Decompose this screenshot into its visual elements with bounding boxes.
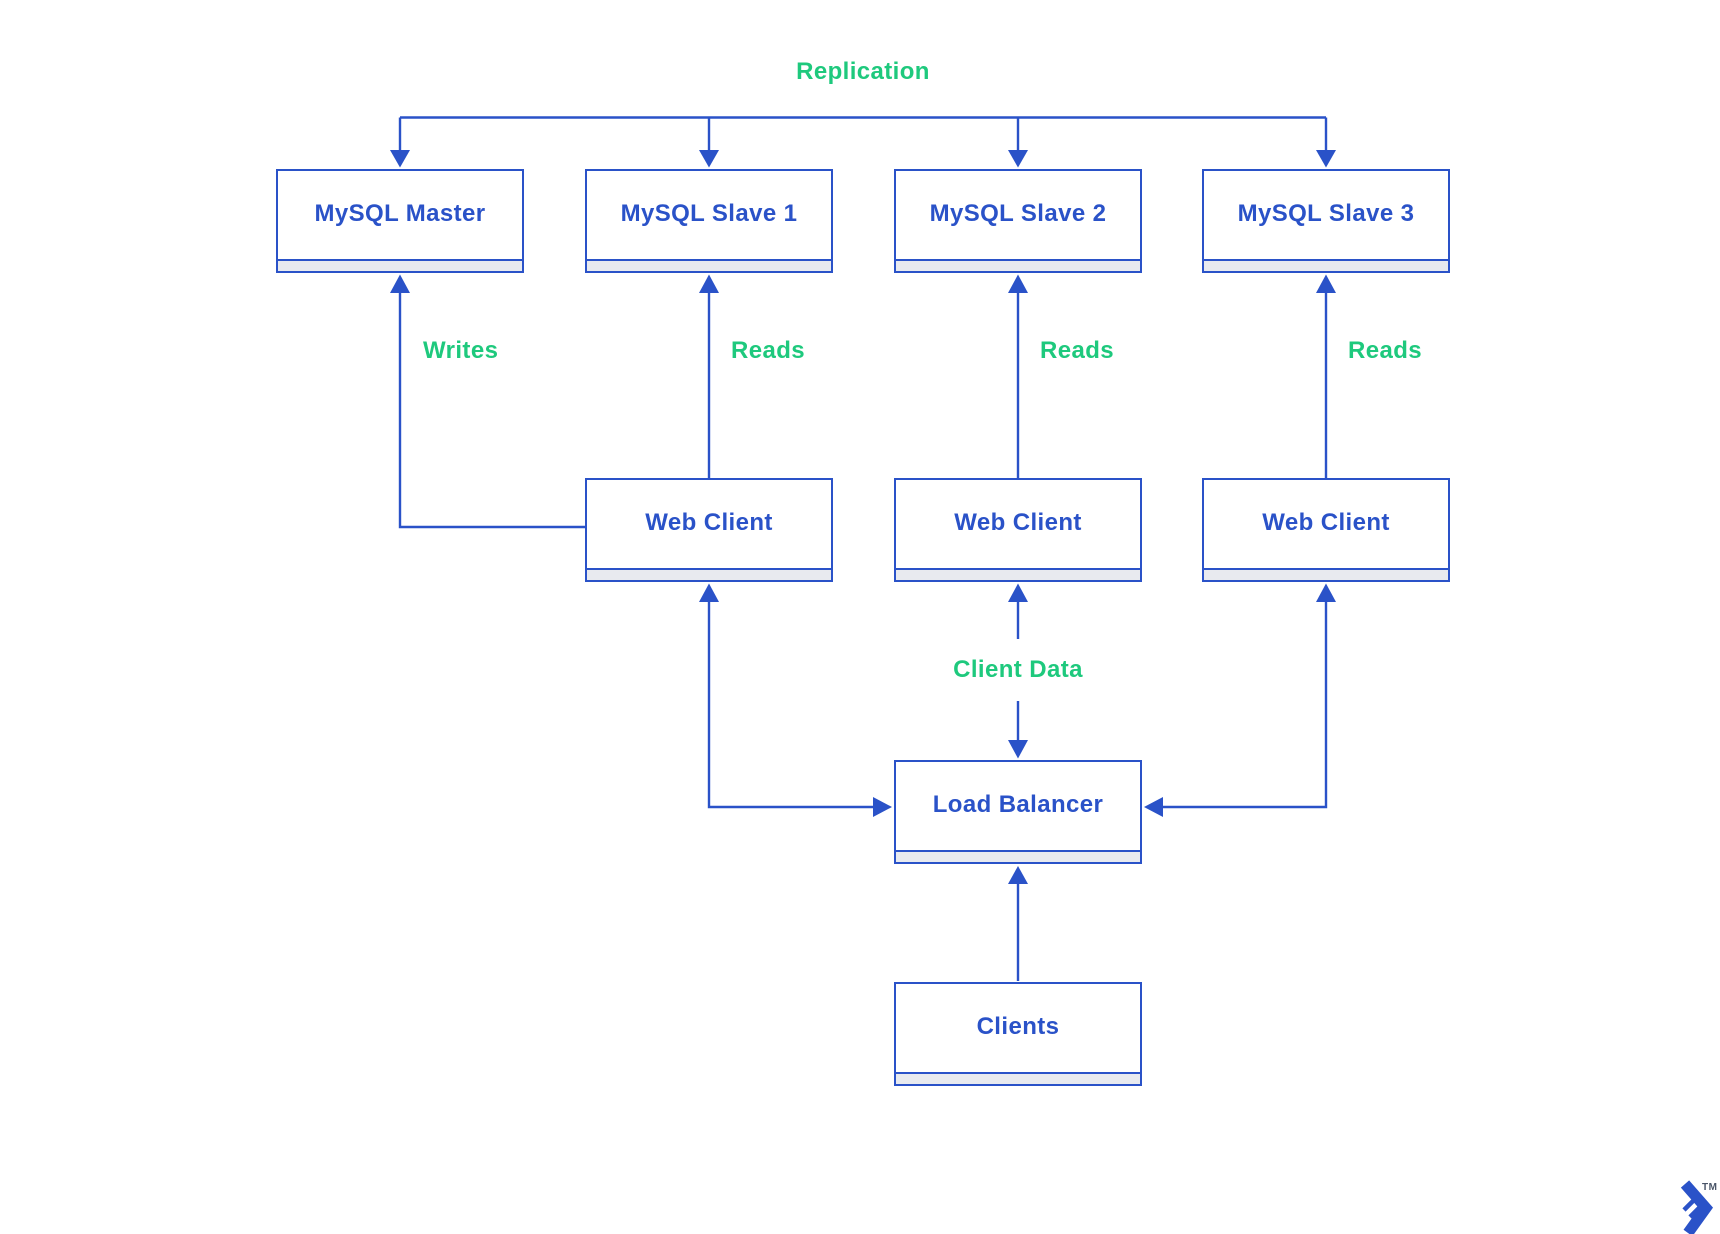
- arrowheads: [390, 150, 1336, 884]
- arrow-up-reads3: [1316, 274, 1336, 293]
- lb-webclient3-line: [1163, 601, 1328, 809]
- node-base-band: [278, 259, 522, 271]
- arrow-up-webclient2: [1008, 583, 1028, 602]
- arrow-right-into-lb: [873, 797, 892, 817]
- node-label-web-client-2: Web Client: [954, 509, 1082, 536]
- arrow-up-webclient1: [699, 583, 719, 602]
- arrow-down-slave1: [699, 150, 719, 168]
- arrow-down-slave3: [1316, 150, 1336, 168]
- node-base-band: [896, 259, 1140, 271]
- arrow-up-writes: [390, 274, 410, 293]
- node-label-mysql-slave-1: MySQL Slave 1: [620, 200, 798, 227]
- node-label-load-balancer: Load Balancer: [932, 791, 1104, 818]
- node-mysql-slave-1: MySQL Slave 1: [585, 169, 833, 273]
- arrow-left-into-lb: [1144, 797, 1163, 817]
- toptal-logo-icon: [1680, 1180, 1714, 1234]
- node-base-band: [587, 568, 831, 580]
- node-label-clients: Clients: [976, 1013, 1060, 1040]
- node-base-band: [587, 259, 831, 271]
- node-web-client-2: Web Client: [894, 478, 1142, 582]
- arrow-up-reads1: [699, 274, 719, 293]
- node-label-web-client-3: Web Client: [1262, 509, 1390, 536]
- writes-line: [398, 293, 586, 529]
- node-mysql-master: MySQL Master: [276, 169, 524, 273]
- edge-label-reads-2: Reads: [1040, 337, 1115, 364]
- edge-label-reads-1: Reads: [731, 337, 806, 364]
- node-label-web-client-1: Web Client: [645, 509, 773, 536]
- lb-webclient1-line: [707, 601, 873, 809]
- node-clients: Clients: [894, 982, 1142, 1086]
- node-label-mysql-slave-3: MySQL Slave 3: [1237, 200, 1415, 227]
- node-web-client-1: Web Client: [585, 478, 833, 582]
- node-mysql-slave-3: MySQL Slave 3: [1202, 169, 1450, 273]
- edge-label-reads-3: Reads: [1348, 337, 1423, 364]
- node-base-band: [896, 568, 1140, 580]
- arrow-down-slave2: [1008, 150, 1028, 168]
- node-base-band: [1204, 259, 1448, 271]
- arrow-down-master: [390, 150, 410, 168]
- edge-label-replication: Replication: [796, 58, 930, 85]
- node-base-band: [896, 850, 1140, 862]
- node-mysql-slave-2: MySQL Slave 2: [894, 169, 1142, 273]
- node-load-balancer: Load Balancer: [894, 760, 1142, 864]
- arrow-down-into-lb: [1008, 740, 1028, 759]
- node-label-mysql-slave-2: MySQL Slave 2: [929, 200, 1107, 227]
- arrow-up-webclient3: [1316, 583, 1336, 602]
- arrow-up-into-lb: [1008, 866, 1028, 884]
- edge-label-client-data: Client Data: [953, 656, 1083, 683]
- reads-lines: [707, 293, 1328, 478]
- node-base-band: [1204, 568, 1448, 580]
- node-base-band: [896, 1072, 1140, 1084]
- node-label-mysql-master: MySQL Master: [314, 200, 486, 227]
- replication-bus-line: [398, 116, 1328, 151]
- trademark-text: TM: [1702, 1182, 1718, 1193]
- arrow-up-reads2: [1008, 274, 1028, 293]
- node-web-client-3: Web Client: [1202, 478, 1450, 582]
- edge-label-writes: Writes: [423, 337, 499, 364]
